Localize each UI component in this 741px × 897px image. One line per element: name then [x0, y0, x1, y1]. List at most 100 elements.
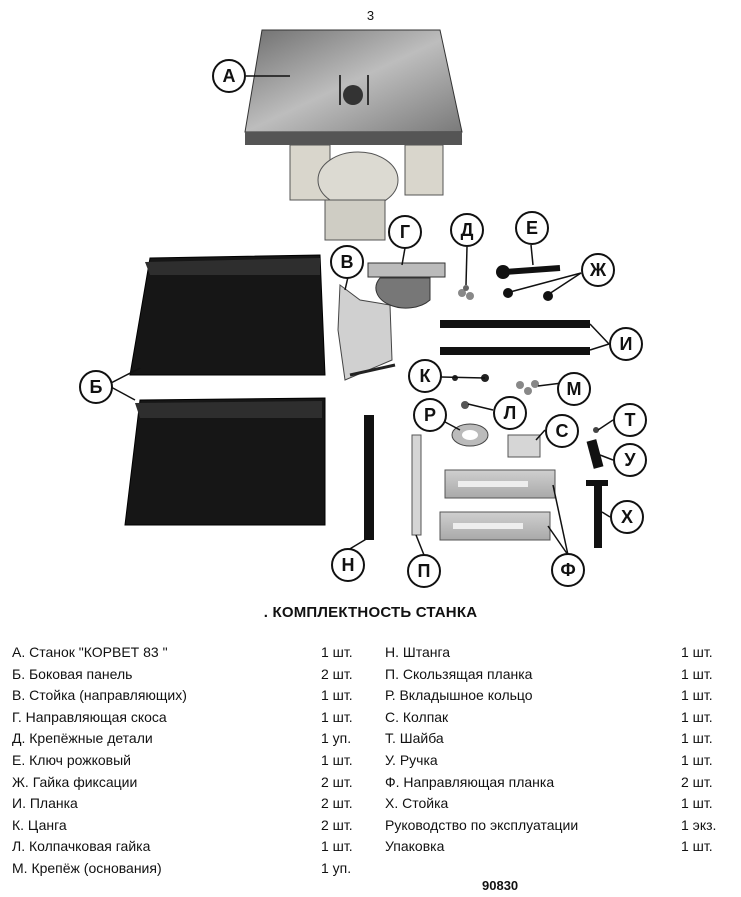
list-item: П. Скользящая планка 1 шт.	[385, 664, 725, 686]
item-qty: 2 шт.	[321, 773, 353, 790]
item-qty: 2 шт.	[321, 795, 353, 812]
item-name: С. Колпак	[385, 708, 449, 725]
list-item: У. Ручка 1 шт.	[385, 750, 725, 772]
item-name: Х. Стойка	[385, 795, 449, 812]
list-item: Ж. Гайка фиксации 2 шт.	[12, 772, 362, 794]
page-number: 3	[366, 8, 375, 23]
miter-gauge	[367, 262, 446, 309]
callout-k: К	[408, 359, 442, 393]
list-item: Р. Вкладышное кольцо 1 шт.	[385, 685, 725, 707]
item-qty: 1 шт.	[681, 838, 713, 855]
callout-p: П	[407, 554, 441, 588]
item-name: В. Стойка (направляющих)	[12, 687, 187, 704]
callout-u: У	[613, 443, 647, 477]
callout-zh: Ж	[581, 253, 615, 287]
item-name: Ф. Направляющая планка	[385, 773, 555, 790]
section-title: . КОМПЛЕКТНОСТЬ СТАНКА	[263, 604, 478, 621]
list-item: Е. Ключ рожковый 1 шт.	[12, 750, 362, 772]
item-qty: 1 шт.	[681, 795, 713, 812]
item-qty: 1 шт.	[321, 644, 353, 660]
item-name: Упаковка	[385, 838, 445, 855]
item-qty: 1 шт.	[681, 687, 713, 704]
callout-kh: Х	[610, 500, 644, 534]
list-item: С. Колпак 1 шт.	[385, 707, 725, 729]
item-qty: 1 уп.	[321, 859, 352, 876]
item-name: Г. Направляющая скоса	[12, 708, 167, 725]
item-name: И. Планка	[12, 795, 78, 812]
list-item: И. Планка 2 шт.	[12, 793, 362, 815]
callout-e: Е	[515, 211, 549, 245]
parts-list-left: А. Станок "КОРВЕТ 83 " 1 шт. Б. Боковая п…	[12, 642, 362, 880]
item-qty: 1 шт.	[321, 708, 353, 725]
bars	[440, 320, 590, 355]
item-name: Е. Ключ рожковый	[12, 751, 131, 768]
parts-list-right: Н. Штанга 1 шт. П. Скользящая планка 1 шт.…	[385, 642, 725, 858]
callout-g: Г	[388, 215, 422, 249]
item-qty: 1 экз.	[681, 816, 717, 833]
item-qty: 2 шт.	[321, 816, 353, 833]
item-name: Ж. Гайка фиксации	[12, 773, 138, 790]
guide-plates	[439, 469, 556, 541]
item-name: Т. Шайба	[385, 730, 444, 747]
list-item: М. Крепёж (основания) 1 уп.	[12, 858, 362, 880]
fence-post	[337, 284, 396, 381]
list-item: Упаковка 1 шт.	[385, 836, 725, 858]
item-qty: 1 шт.	[681, 708, 713, 725]
item-name: Л. Колпачковая гайка	[12, 838, 151, 855]
item-name: Н. Штанга	[385, 644, 451, 660]
item-qty: 1 шт.	[321, 687, 353, 704]
item-name: Б. Боковая панель	[12, 665, 133, 682]
wrench	[496, 265, 561, 279]
callout-t: Т	[613, 403, 647, 437]
document-code: 90830	[482, 878, 519, 893]
callout-r: Р	[413, 398, 447, 432]
item-qty: 1 шт.	[681, 751, 713, 768]
parts-illustration	[110, 29, 614, 556]
list-item: Т. Шайба 1 шт.	[385, 728, 725, 750]
item-qty: 2 шт.	[681, 773, 713, 790]
item-qty: 1 шт.	[681, 730, 713, 747]
list-item: К. Цанга 2 шт.	[12, 815, 362, 837]
callout-b: Б	[79, 370, 113, 404]
list-item: В. Стойка (направляющих) 1 шт.	[12, 685, 362, 707]
list-item: Д. Крепёжные детали 1 уп.	[12, 728, 362, 750]
list-item: Х. Стойка 1 шт.	[385, 793, 725, 815]
callout-d: Д	[450, 213, 484, 247]
callout-m: М	[557, 372, 591, 406]
item-qty: 2 шт.	[321, 665, 353, 682]
list-item: Руководство по эксплуатации 1 экз.	[385, 815, 725, 837]
item-name: М. Крепёж (основания)	[12, 859, 162, 876]
lock-knobs	[503, 288, 553, 301]
item-name: Р. Вкладышное кольцо	[385, 687, 533, 704]
small-parts	[452, 374, 539, 409]
callout-v: В	[330, 245, 364, 279]
machine-table	[244, 29, 463, 241]
stand-post	[586, 480, 608, 548]
callout-n: Н	[331, 548, 365, 582]
fasteners	[458, 285, 474, 300]
side-panels	[124, 254, 326, 526]
item-qty: 1 уп.	[321, 730, 352, 747]
item-name: А. Станок "КОРВЕТ 83 "	[12, 644, 168, 660]
item-qty: 1 шт.	[321, 838, 353, 855]
callout-f: Ф	[551, 553, 585, 587]
rods	[364, 415, 422, 540]
list-item: Б. Боковая панель 2 шт.	[12, 664, 362, 686]
item-name: Д. Крепёжные детали	[12, 730, 153, 747]
item-qty: 1 шт.	[681, 665, 713, 682]
list-item: А. Станок "КОРВЕТ 83 " 1 шт.	[12, 642, 362, 664]
item-qty: 1 шт.	[321, 751, 353, 768]
list-item: Н. Штанга 1 шт.	[385, 642, 725, 664]
list-item: Г. Направляющая скоса 1 шт.	[12, 707, 362, 729]
callout-i: И	[609, 327, 643, 361]
item-qty: 1 шт.	[681, 644, 713, 660]
ring-cover-handle	[451, 423, 604, 469]
list-item: Л. Колпачковая гайка 1 шт.	[12, 836, 362, 858]
callout-a: А	[212, 59, 246, 93]
callout-l: Л	[493, 396, 527, 430]
item-name: Руководство по эксплуатации	[385, 816, 579, 833]
item-name: П. Скользящая планка	[385, 665, 533, 682]
item-name: У. Ручка	[385, 751, 438, 768]
item-name: К. Цанга	[12, 816, 67, 833]
list-item: Ф. Направляющая планка 2 шт.	[385, 772, 725, 794]
